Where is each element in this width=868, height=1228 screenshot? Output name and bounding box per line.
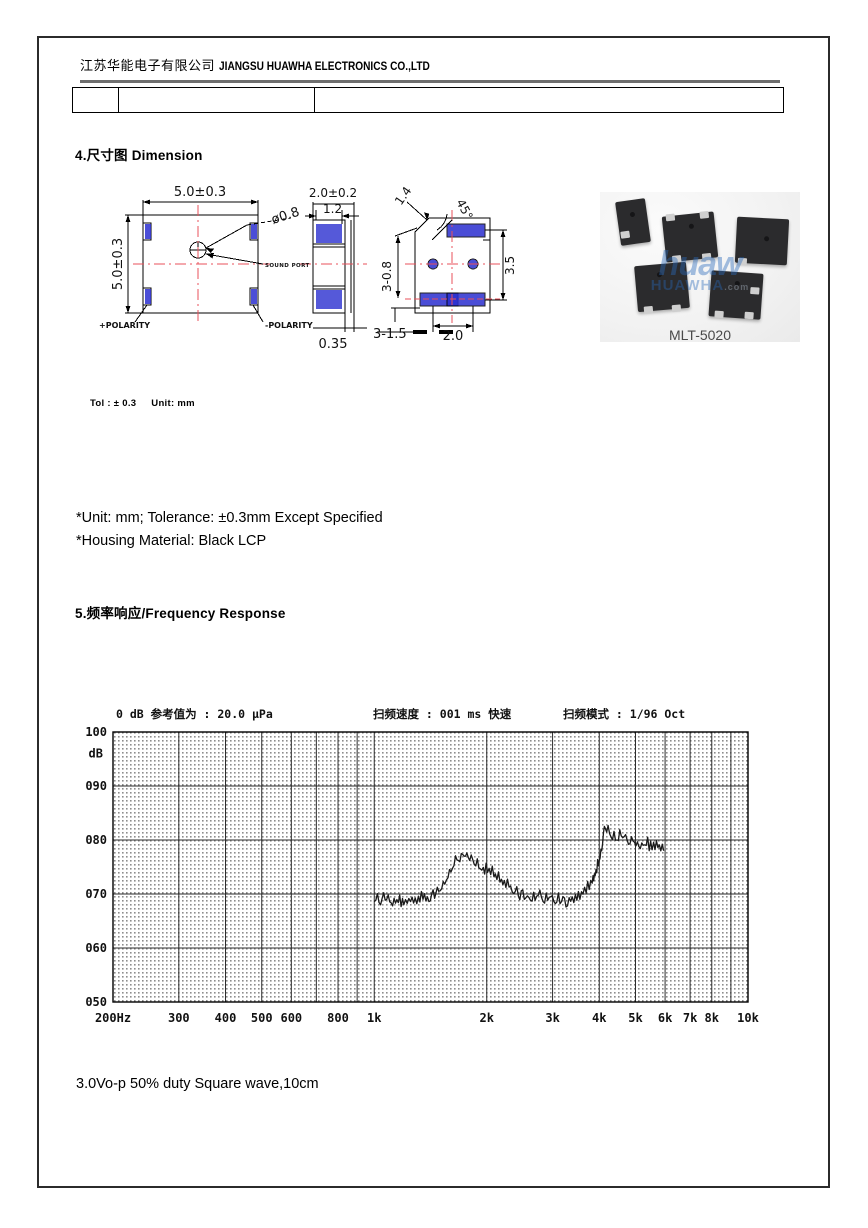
dim-label-sound-port: SOUND PORT xyxy=(265,263,310,269)
sound-hole-icon xyxy=(688,223,695,230)
tolerance-value: Tol : ± 0.3 xyxy=(90,398,137,409)
product-chip xyxy=(734,216,790,266)
dim-label-polarity-minus: -POLARITY xyxy=(265,321,313,330)
header-table-cell-1 xyxy=(73,88,119,112)
company-header: 江苏华能电子有限公司 JIANGSU HUAWHA ELECTRONICS CO… xyxy=(80,58,780,75)
dim-label-pad-pitch-x: 2.0 xyxy=(443,329,464,344)
product-chip xyxy=(615,198,651,246)
page-border xyxy=(37,36,830,1188)
dim-label-chamfer: 1.4 xyxy=(392,184,414,208)
chart-ytick-label: 080 xyxy=(85,833,107,847)
header-rule xyxy=(80,80,780,83)
dim-label-height: 5.0±0.3 xyxy=(111,238,126,290)
sound-hole-icon xyxy=(656,271,663,278)
dim-label-pad-pitch-y: 3.5 xyxy=(503,256,517,275)
chart-xtick-label: 300 xyxy=(168,1011,190,1025)
sound-hole-icon xyxy=(734,280,740,287)
note-unit-tolerance: *Unit: mm; Tolerance: ±0.3mm Except Spec… xyxy=(76,510,383,526)
chip-pad xyxy=(665,213,676,222)
chart-xtick-label: 400 xyxy=(215,1011,237,1025)
sound-hole-icon xyxy=(629,211,636,218)
dim-label-pad-width: 1.2 xyxy=(323,202,342,216)
dimension-drawing: 5.0±0.3 5.0±0.3 2.0±0.2 1.2 ø0.8 SOUND P… xyxy=(95,180,565,360)
dim-label-pad-span: 3-1.5 xyxy=(373,327,407,342)
product-photo: huaw HUAWHA.com xyxy=(600,192,800,342)
chart-ytick-label: 090 xyxy=(85,779,107,793)
chart-xtick-label: 5k xyxy=(628,1011,643,1025)
company-name-en: JIANGSU HUAWHA ELECTRONICS CO.,LTD xyxy=(218,61,430,73)
chart-xtick-label: 7k xyxy=(683,1011,698,1025)
dim-label-pad-offset: 0.35 xyxy=(319,337,348,352)
company-name-cn: 江苏华能电子有限公司 xyxy=(80,58,216,73)
chart-ytick-label: 050 xyxy=(85,995,107,1009)
chart-xtick-label: 500 xyxy=(251,1011,273,1025)
chart-xtick-label: 4k xyxy=(592,1011,607,1025)
chart-xtick-label: 200Hz xyxy=(95,1011,131,1025)
chart-xtick-label: 10k xyxy=(737,1011,759,1025)
product-chip xyxy=(708,270,764,320)
dim-label-width: 5.0±0.3 xyxy=(174,185,226,200)
section-title-dimension: 4.尺寸图 Dimension xyxy=(75,148,203,163)
header-table-cell-2 xyxy=(119,88,315,112)
chart-xtick-label: 800 xyxy=(327,1011,349,1025)
chart-xtick-label: 2k xyxy=(480,1011,495,1025)
product-chip xyxy=(661,210,719,263)
chart-xtick-label: 6k xyxy=(658,1011,673,1025)
section-title-frequency: 5.频率响应/Frequency Response xyxy=(75,606,286,621)
chip-pad xyxy=(699,210,710,219)
note-housing-material: *Housing Material: Black LCP xyxy=(76,533,267,549)
chart-ytick-label: 070 xyxy=(85,887,107,901)
dim-label-hole-dia: ø0.8 xyxy=(270,205,302,228)
unit-value: Unit: mm xyxy=(151,398,195,409)
chip-pad xyxy=(701,252,712,261)
chip-pad xyxy=(620,230,631,239)
dim-label-polarity-plus: +POLARITY xyxy=(99,321,150,330)
chip-pad xyxy=(737,257,748,266)
chip-pad xyxy=(750,286,760,295)
product-chip xyxy=(634,261,690,314)
chart-response-curve xyxy=(373,824,665,908)
chip-pad xyxy=(671,304,682,313)
tolerance-note: Tol : ± 0.3 Unit: mm xyxy=(90,398,207,409)
header-table-cell-3 xyxy=(315,88,783,112)
header-table xyxy=(72,87,784,113)
chip-pad xyxy=(714,310,724,319)
chip-pad xyxy=(643,305,654,314)
chart-xtick-label: 600 xyxy=(280,1011,302,1025)
chart-xtick-label: 8k xyxy=(705,1011,720,1025)
product-model-caption: MLT-5020 xyxy=(669,327,731,343)
chart-xtick-label: 3k xyxy=(545,1011,560,1025)
chart-xtick-label: 1k xyxy=(367,1011,382,1025)
dim-label-pad-len: 3-0.8 xyxy=(380,261,394,292)
chart-ytick-label: 100 xyxy=(85,725,107,739)
chart-ytick-label: 060 xyxy=(85,941,107,955)
sound-hole-icon xyxy=(763,236,770,242)
chart-yaxis-label: dB xyxy=(89,747,103,761)
chip-pad xyxy=(744,311,754,320)
dim-label-thickness: 2.0±0.2 xyxy=(309,186,357,200)
drive-condition-note: 3.0Vo-p 50% duty Square wave,10cm xyxy=(76,1076,319,1092)
